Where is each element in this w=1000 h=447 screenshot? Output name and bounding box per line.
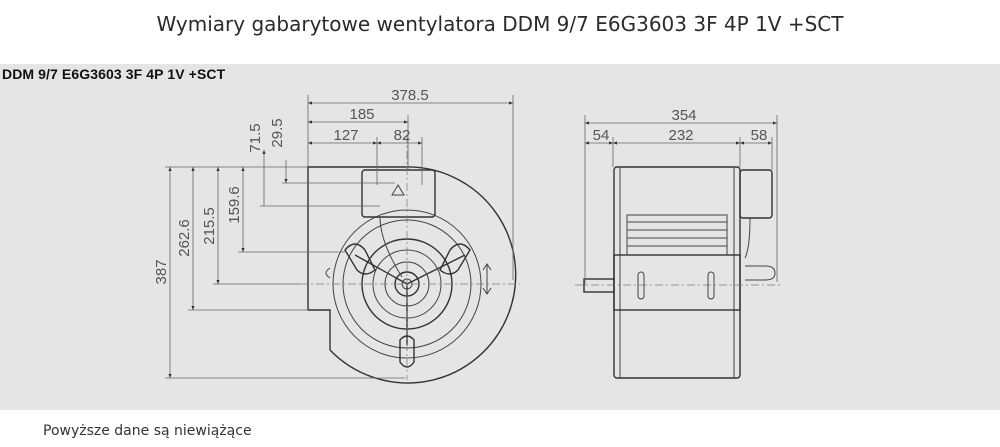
dim-29-5: 29.5 — [269, 118, 286, 147]
drawing-panel — [0, 64, 1000, 410]
warning-icon — [391, 184, 405, 196]
dim-215-5: 215.5 — [201, 207, 218, 245]
dim-127: 127 — [333, 127, 358, 144]
front-view: 354 54 232 58 — [575, 107, 780, 379]
disclaimer: Powyższe dane są niewiążące — [43, 423, 252, 439]
dim-232: 232 — [668, 127, 693, 144]
model-label: DDM 9/7 E6G3603 3F 4P 1V +SCT — [2, 66, 226, 82]
dim-82: 82 — [394, 127, 411, 144]
dim-71-5: 71.5 — [247, 123, 264, 152]
fan-body — [613, 166, 741, 379]
dim-54: 54 — [593, 127, 610, 144]
dim-262-6: 262.6 — [176, 219, 193, 257]
dim-58: 58 — [751, 127, 768, 144]
rotation-arrow-icon — [482, 263, 492, 295]
page-title: Wymiary gabarytowe wentylatora DDM 9/7 E… — [156, 12, 844, 36]
mounting-plate — [613, 254, 741, 311]
dim-354: 354 — [671, 107, 696, 124]
motor-box — [739, 169, 773, 219]
side-view: 378.5 185 127 82 387 262.6 215.5 159.6 7… — [153, 87, 520, 384]
dim-387: 387 — [153, 259, 170, 284]
dim-159-6: 159.6 — [226, 186, 243, 224]
dim-185: 185 — [349, 106, 374, 123]
housing-outline — [307, 166, 517, 384]
junction-box — [361, 169, 436, 218]
dim-378-5: 378.5 — [391, 87, 429, 104]
shaft — [583, 278, 615, 293]
